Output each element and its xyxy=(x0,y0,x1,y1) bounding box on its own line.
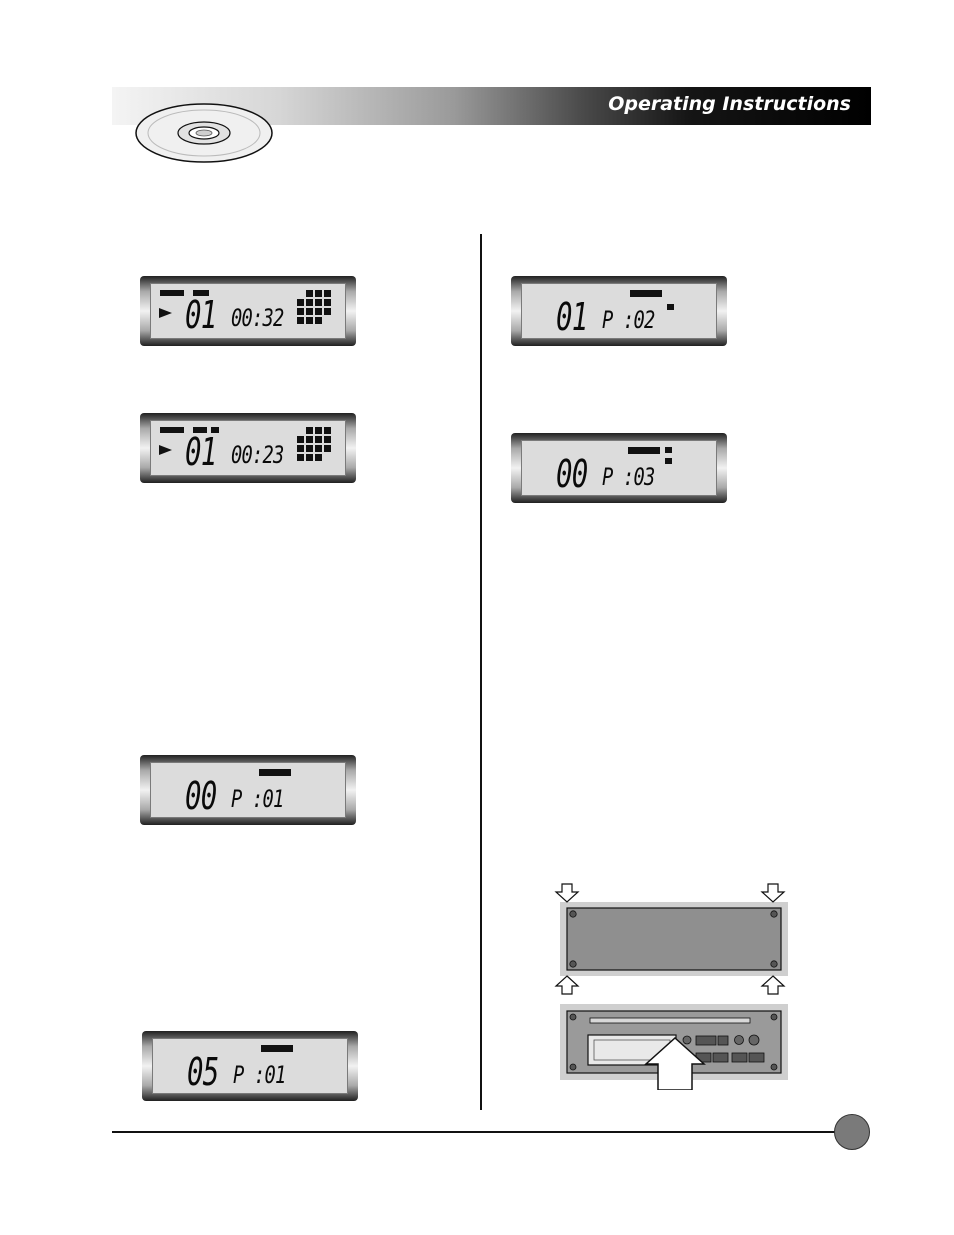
lcd-level-matrix xyxy=(297,290,331,324)
screw-icon xyxy=(770,910,778,918)
arrow-down-icon xyxy=(760,883,786,903)
column-divider xyxy=(480,234,482,1110)
lcd-program-number: P :02 xyxy=(602,306,655,334)
lcd-segment xyxy=(193,427,207,433)
lcd-program-number: P :01 xyxy=(231,785,284,813)
lcd-display-6: 00 P :03 xyxy=(511,433,727,503)
cd-disc-icon xyxy=(135,103,273,163)
lcd-segment xyxy=(665,447,672,453)
arrow-up-icon xyxy=(644,1036,706,1090)
lcd-segment xyxy=(628,447,660,454)
lcd-segment xyxy=(630,290,662,297)
header-title: Operating Instructions xyxy=(608,93,851,115)
screw-icon xyxy=(770,960,778,968)
lcd-screen: 00 P :01 xyxy=(150,762,346,818)
lcd-screen: 01 00:23 xyxy=(150,420,346,476)
lcd-segment xyxy=(211,427,219,433)
lcd-segment xyxy=(259,769,291,776)
unit-installation-diagram xyxy=(554,883,788,1090)
lcd-track-number: 01 xyxy=(185,430,217,474)
screw-icon xyxy=(569,960,577,968)
screw-icon xyxy=(569,910,577,918)
lcd-time: 00:23 xyxy=(231,441,284,469)
arrow-up-icon xyxy=(554,975,580,995)
blank-faceplate xyxy=(560,902,788,976)
lcd-program-number: P :01 xyxy=(233,1061,286,1089)
lcd-screen: 01 00:32 xyxy=(150,283,346,339)
lcd-segment xyxy=(193,290,209,296)
lcd-screen: 00 P :03 xyxy=(521,440,717,496)
lcd-track-number: 00 xyxy=(556,452,588,496)
lcd-program-number: P :03 xyxy=(602,463,655,491)
lcd-display-1: 01 00:32 xyxy=(140,276,356,346)
lcd-track-number: 01 xyxy=(556,295,588,339)
lcd-screen: 05 P :01 xyxy=(152,1038,348,1094)
page-number-badge xyxy=(834,1114,870,1150)
lcd-time: 00:32 xyxy=(231,304,284,332)
play-indicator-icon xyxy=(159,445,172,455)
lcd-track-number: 05 xyxy=(187,1050,219,1094)
play-indicator-icon xyxy=(159,308,172,318)
lcd-screen: 01 P :02 xyxy=(521,283,717,339)
lcd-track-number: 00 xyxy=(185,774,217,818)
lcd-level-matrix xyxy=(297,427,331,461)
arrow-down-icon xyxy=(554,883,580,903)
lcd-display-4: 05 P :01 xyxy=(142,1031,358,1101)
lcd-segment xyxy=(667,304,674,310)
lcd-display-5: 01 P :02 xyxy=(511,276,727,346)
footer-rule xyxy=(112,1131,837,1133)
lcd-display-3: 00 P :01 xyxy=(140,755,356,825)
lcd-segment xyxy=(160,427,184,433)
arrow-up-icon xyxy=(760,975,786,995)
lcd-display-2: 01 00:23 xyxy=(140,413,356,483)
lcd-track-number: 01 xyxy=(185,293,217,337)
lcd-segment xyxy=(261,1045,293,1052)
lcd-segment xyxy=(160,290,184,296)
lcd-segment xyxy=(665,458,672,464)
